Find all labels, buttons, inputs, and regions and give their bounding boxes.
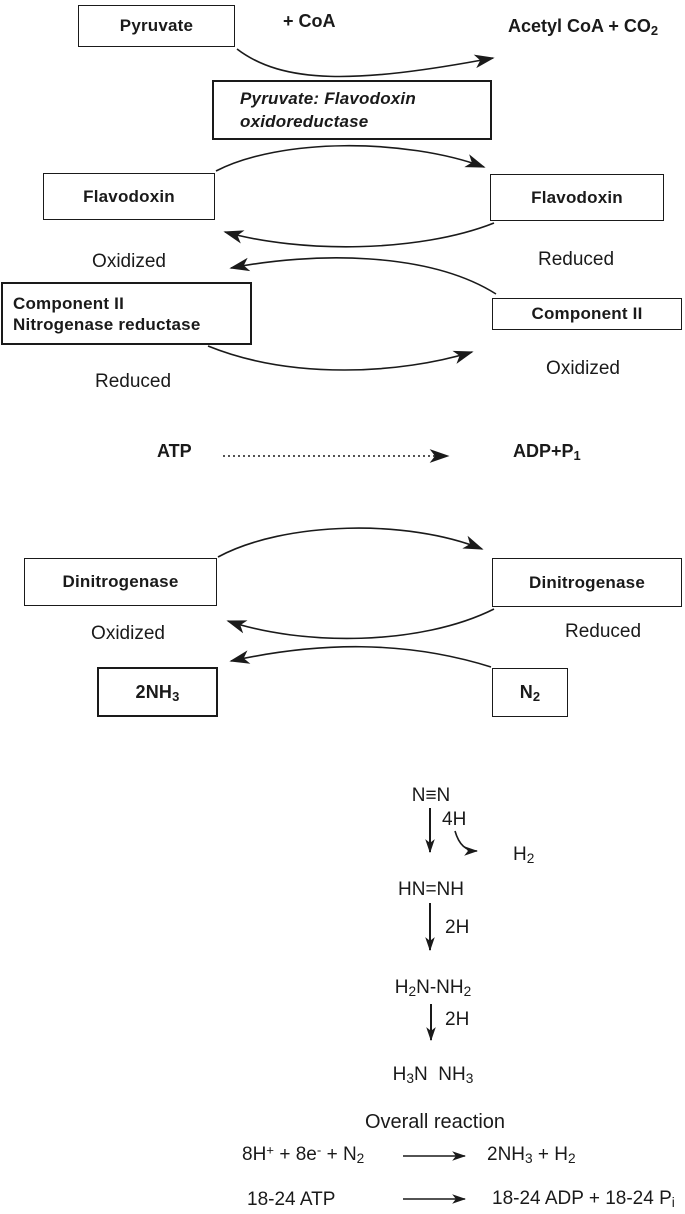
flavodoxin-right-state: Reduced	[537, 249, 615, 270]
dinitrogenase-right-state: Reduced	[564, 621, 642, 642]
hydrazine-label: H2N-NH2	[394, 977, 472, 999]
arrow-component2-reduced-to-oxidized	[207, 345, 474, 371]
acetyl-coa-label: Acetyl CoA + CO2	[508, 16, 659, 38]
dinitrogenase-right-label: Dinitrogenase	[529, 572, 645, 592]
n2-substrate-box: N2	[492, 668, 568, 717]
eq2-rhs: 18-24 ADP + 18-24 Pi	[492, 1188, 675, 1210]
step2-2h-label: 2H	[445, 917, 470, 938]
arrow-h2-release	[454, 830, 479, 856]
diimide-label: HN=NH	[398, 879, 464, 900]
plus-coa-label: + CoA	[283, 11, 336, 31]
dinitrogenase-reduced-box: Dinitrogenase	[492, 558, 682, 607]
oxidoreductase-enzyme-label: Pyruvate: Flavodoxin oxidoreductase	[240, 89, 416, 131]
component2-right-state: Oxidized	[546, 358, 620, 379]
step1-4h-label: 4H	[442, 809, 467, 830]
dinitrogenase-left-state: Oxidized	[91, 623, 165, 644]
adp-pi-label: ADP+P1	[513, 441, 581, 463]
oxidoreductase-enzyme-box: Pyruvate: Flavodoxin oxidoreductase	[212, 80, 492, 140]
component2-reductase-box: Component II Nitrogenase reductase	[1, 282, 252, 345]
pyruvate-box: Pyruvate	[78, 5, 235, 47]
eq1-lhs: 8H+ + 8e- + N2	[242, 1142, 365, 1166]
arrow-dinitrogenase-oxidized-to-reduced	[217, 527, 484, 558]
eq2-lhs: 18-24 ATP	[247, 1189, 336, 1210]
pyruvate-label: Pyruvate	[119, 16, 194, 35]
component2-oxidized-box: Component II	[492, 298, 682, 330]
dinitrogenase-oxidized-box: Dinitrogenase	[24, 558, 217, 606]
atp-label: ATP	[157, 441, 192, 461]
arrow-n2-to-ammonia	[229, 645, 492, 668]
arrow-component2-oxidized-to-reduced	[229, 257, 497, 295]
flavodoxin-reduced-box: Flavodoxin	[490, 174, 664, 221]
ammonia-pair-label: H3N NH3	[392, 1064, 474, 1086]
flavodoxin-left-state: Oxidized	[92, 251, 166, 272]
arrow-flavodoxin-oxidized-to-reduced	[215, 144, 486, 172]
component2-left-state: Reduced	[94, 371, 172, 392]
overall-reaction-title: Overall reaction	[364, 1111, 506, 1133]
flavodoxin-right-label: Flavodoxin	[531, 187, 623, 207]
arrow-pyruvate-to-acetylcoa	[236, 48, 495, 78]
component2-right-label: Component II	[531, 304, 643, 323]
component2-reductase-label: Component II Nitrogenase reductase	[13, 293, 201, 334]
eq1-rhs: 2NH3 + H2	[487, 1144, 576, 1166]
ammonia-product-box: 2NH3	[97, 667, 218, 717]
dinitrogenase-left-label: Dinitrogenase	[62, 572, 179, 591]
arrow-flavodoxin-reduced-to-oxidized	[223, 222, 495, 248]
ammonia-product-label: 2NH3	[135, 681, 180, 704]
dinitrogen-label: N≡N	[411, 785, 451, 806]
arrow-dinitrogenase-reduced-to-oxidized	[226, 608, 495, 640]
step3-2h-label: 2H	[445, 1009, 470, 1030]
flavodoxin-left-label: Flavodoxin	[83, 186, 175, 206]
n2-substrate-label: N2	[519, 682, 541, 704]
h2-byproduct-label: H2	[513, 844, 535, 866]
flavodoxin-oxidized-box: Flavodoxin	[43, 173, 215, 220]
